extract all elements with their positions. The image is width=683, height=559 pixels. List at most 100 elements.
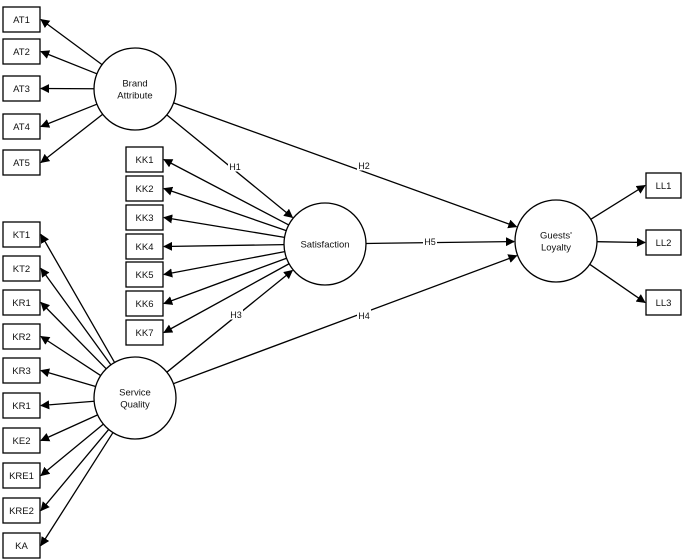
edges-layer [40, 18, 646, 547]
construct-circle [93, 47, 177, 131]
hypothesis-label-h5: H5 [424, 237, 436, 247]
arrow-service-quality-to-ka [40, 432, 114, 547]
indicator-label: LL1 [656, 181, 672, 192]
arrow-service-quality-to-kr1 [40, 301, 107, 370]
construct-nodes-layer: BrandAttributeServiceQualitySatisfaction… [93, 47, 598, 440]
indicator-box [2, 255, 41, 282]
indicator-kk6: KK6 [125, 290, 164, 317]
indicator-kre2: KRE2 [2, 497, 41, 524]
indicator-box [2, 113, 41, 140]
arrow-satisfaction-to-kk6 [163, 257, 287, 305]
indicator-box [2, 221, 41, 248]
indicator-at2: AT2 [2, 38, 41, 65]
construct-circle [93, 356, 177, 440]
indicator-box [2, 427, 41, 454]
indicator-ll2: LL2 [645, 229, 682, 256]
indicator-box [125, 146, 164, 173]
indicator-at1: AT1 [2, 6, 41, 33]
arrow-satisfaction-to-kk7 [163, 263, 290, 334]
arrow-service-quality-to-kre2 [40, 429, 110, 512]
indicator-label: AT3 [13, 84, 30, 95]
indicator-kt2: KT2 [2, 255, 41, 282]
construct-label: Attribute [117, 91, 152, 102]
arrow-service-quality-to-kt1 [40, 233, 116, 363]
indicator-label: AT1 [13, 15, 30, 26]
indicator-box [645, 289, 682, 316]
indicator-boxes-layer: AT1AT2AT3AT4AT5KT1KT2KR1KR2KR3KR1KE2KRE1… [2, 6, 682, 559]
indicator-box [125, 319, 164, 346]
indicator-at3: AT3 [2, 75, 41, 102]
indicator-kr2: KR2 [2, 323, 41, 350]
arrow-satisfaction-to-kk4 [163, 241, 285, 251]
indicator-label: KR2 [12, 332, 30, 343]
construct-label: Loyalty [541, 243, 571, 254]
indicator-label: KK2 [136, 184, 154, 195]
indicator-kk3: KK3 [125, 204, 164, 231]
hypothesis-arrow-h2 [173, 102, 518, 229]
hypothesis-label-h4: H4 [358, 311, 370, 321]
indicator-label: KK6 [136, 299, 154, 310]
hypothesis-label-bg [229, 308, 243, 320]
hypothesis-arrow-h3 [166, 269, 294, 373]
indicator-kk4: KK4 [125, 233, 164, 260]
indicator-box [2, 289, 41, 316]
indicator-label: KE2 [13, 436, 31, 447]
hypothesis-label-h1: H1 [229, 162, 241, 172]
construct-label: Service [119, 388, 151, 399]
indicator-label: AT2 [13, 47, 30, 58]
indicator-box [2, 38, 41, 65]
indicator-label: KK1 [136, 155, 154, 166]
arrow-satisfaction-to-kk2 [163, 186, 287, 232]
indicator-kk1: KK1 [125, 146, 164, 173]
arrow-service-quality-to-kr1 [40, 400, 95, 410]
indicator-box [125, 233, 164, 260]
construct-satisfaction: Satisfaction [283, 202, 367, 286]
hypothesis-label-bg [423, 235, 437, 247]
indicator-label: KR3 [12, 366, 30, 377]
arrow-brand-attribute-to-at2 [40, 50, 98, 75]
indicator-label: AT4 [13, 122, 30, 133]
arrow-brand-attribute-to-at4 [40, 103, 98, 128]
indicator-label: KK3 [136, 213, 154, 224]
hypothesis-label-h2: H2 [358, 161, 370, 171]
indicator-ll3: LL3 [645, 289, 682, 316]
indicator-box [125, 204, 164, 231]
arrow-satisfaction-to-kk3 [163, 214, 285, 238]
construct-circle [283, 202, 367, 286]
indicator-label: AT5 [13, 158, 30, 169]
indicator-box [2, 149, 41, 176]
indicator-box [2, 462, 41, 489]
indicator-box [125, 290, 164, 317]
indicator-label: KK7 [136, 328, 154, 339]
arrow-satisfaction-to-kk1 [163, 158, 289, 226]
arrow-service-quality-to-kr3 [40, 368, 96, 388]
indicator-kr3: KR3 [2, 357, 41, 384]
indicator-kk7: KK7 [125, 319, 164, 346]
indicator-box [645, 229, 682, 256]
indicator-ke2: KE2 [2, 427, 41, 454]
indicator-kt1: KT1 [2, 221, 41, 248]
indicator-label: KRE1 [9, 471, 34, 482]
indicator-ll1: LL1 [645, 172, 682, 199]
indicator-label: LL2 [656, 238, 672, 249]
arrow-guests-loyalty-to-ll2 [596, 237, 646, 247]
indicator-label: KR1 [12, 298, 30, 309]
indicator-label: KT2 [13, 264, 30, 275]
arrow-service-quality-to-kt2 [40, 267, 112, 366]
indicator-box [2, 323, 41, 350]
indicator-box [2, 75, 41, 102]
indicator-box [125, 261, 164, 288]
indicator-kk5: KK5 [125, 261, 164, 288]
indicator-box [2, 392, 41, 419]
hypothesis-arrow-h5 [365, 237, 515, 247]
indicator-label: KA [15, 541, 28, 552]
arrow-satisfaction-to-kk5 [163, 250, 285, 278]
indicator-box [125, 175, 164, 202]
arrow-brand-attribute-to-at5 [40, 113, 104, 164]
indicator-box [2, 357, 41, 384]
arrow-service-quality-to-kr2 [40, 335, 102, 377]
hypothesis-arrow-h4 [173, 254, 518, 385]
